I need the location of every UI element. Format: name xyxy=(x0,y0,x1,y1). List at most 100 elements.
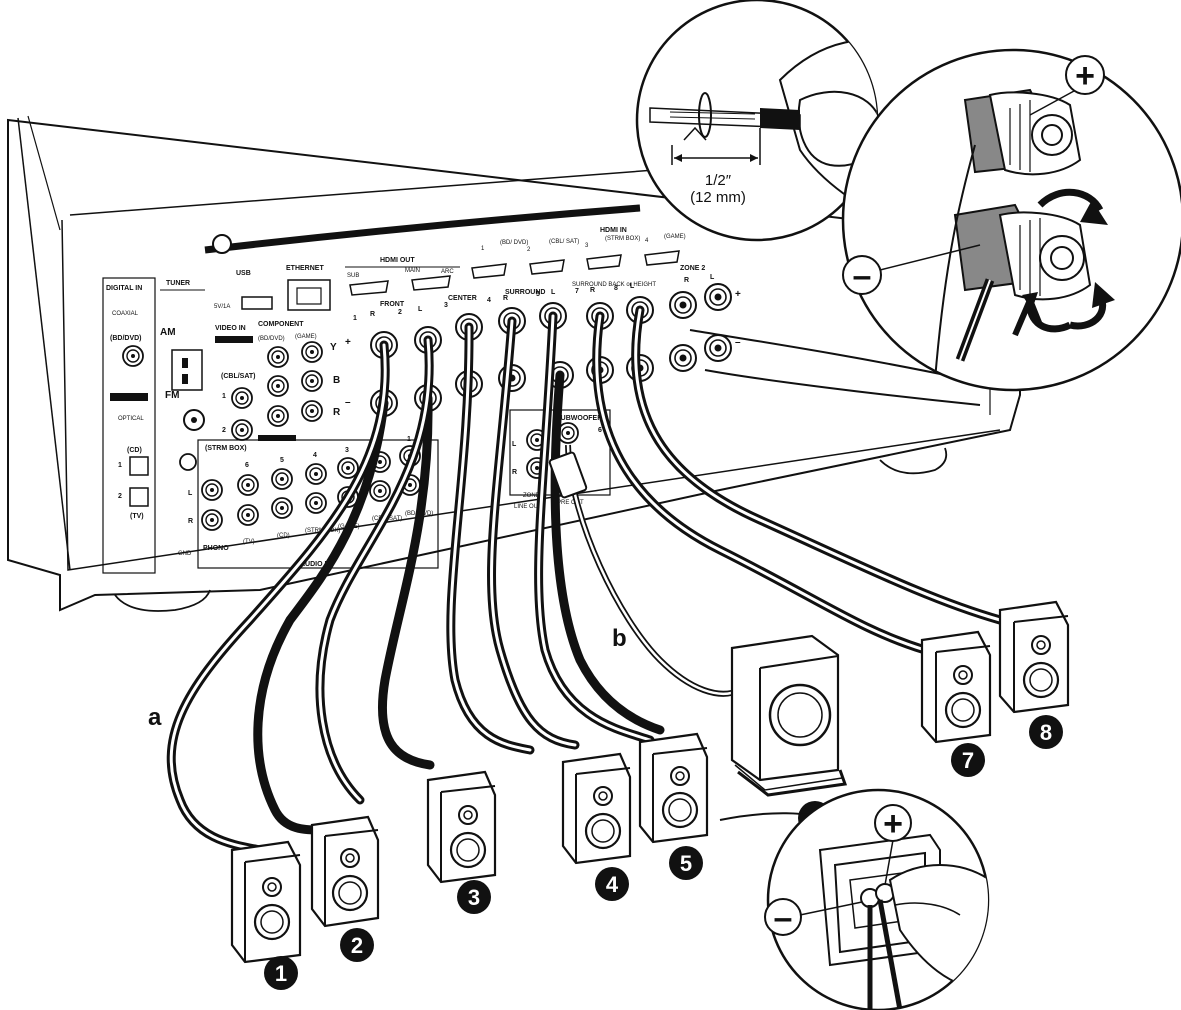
audio-l-label: L xyxy=(188,490,193,497)
fm-label: FM xyxy=(165,390,179,401)
hdmi-in-3-number: 3 xyxy=(585,243,589,249)
video-in-label: VIDEO IN xyxy=(215,325,246,332)
subwoofer-label: SUBWOOFER xyxy=(556,415,602,422)
coaxial-bd-dvd-label: (BD/DVD) xyxy=(110,335,142,342)
hdmi-in-3-source: (STRM BOX) xyxy=(605,236,640,242)
tuner-section: TUNER AM FM GND xyxy=(160,280,205,557)
terminal-8-number: 8 xyxy=(614,285,618,292)
speaker-7-number: 7 xyxy=(962,748,974,773)
terminals-plus-label: + xyxy=(345,337,351,348)
surround-back-label: SURROUND BACK or HEIGHT xyxy=(572,282,656,288)
speaker-terminals: FRONT CENTER SURROUND SURROUND BACK or H… xyxy=(345,265,741,417)
optical-tv-label: (TV) xyxy=(130,513,144,520)
strip-length-label: 1/2″ xyxy=(705,172,732,189)
surround-r-label: R xyxy=(503,295,508,302)
audio-in-6-source: (TV) xyxy=(243,539,255,545)
surround-back-r-label: R xyxy=(590,287,595,294)
terminal-1-number: 1 xyxy=(353,315,357,322)
front-l-label: L xyxy=(418,306,423,313)
zone2-r-label: R xyxy=(684,277,689,284)
usb-power-label: 5V/1A xyxy=(214,304,230,310)
surround-back-l-label: L xyxy=(630,283,635,290)
coaxial-label: COAXIAL xyxy=(112,311,139,317)
speaker-5 xyxy=(638,732,709,844)
optical-jack-1 xyxy=(129,456,149,476)
surround-label: SURROUND xyxy=(505,289,545,296)
hdmi-in-4-source: (GAME) xyxy=(664,234,686,240)
optical-jack-2 xyxy=(129,487,149,507)
cable-b-label: b xyxy=(612,625,627,652)
binding-post-minus-label: – xyxy=(853,257,872,295)
front-label: FRONT xyxy=(380,301,405,308)
speaker-6-subwoofer xyxy=(730,634,848,797)
ethernet-port xyxy=(287,279,331,311)
subwoofer-6-number: 6 xyxy=(598,427,602,434)
line-out-label: LINE OUT xyxy=(514,504,542,510)
tuner-label: TUNER xyxy=(166,280,190,287)
speaker-3 xyxy=(426,770,497,884)
speaker-8-number: 8 xyxy=(1040,720,1052,745)
cable-speaker-3 xyxy=(377,393,435,770)
hdmi-out-sub-port xyxy=(349,280,389,296)
component-r-label: R xyxy=(333,407,341,418)
inset-subwoofer-connection: + – xyxy=(719,788,990,1010)
speaker-cable-highlights xyxy=(169,308,1002,852)
hdmi-in-1-number: 1 xyxy=(481,246,485,252)
gnd-label: GND xyxy=(178,551,192,557)
zone2-minus-label: – xyxy=(735,337,741,348)
speaker-8 xyxy=(998,600,1070,714)
component-y-label: Y xyxy=(330,342,337,353)
video-component-section: VIDEO IN COMPONENT (BD/DVD) (GAME) (CBL/… xyxy=(205,321,341,452)
audio-in-3-number: 3 xyxy=(345,447,349,454)
ethernet-label: ETHERNET xyxy=(286,265,324,272)
component-label: COMPONENT xyxy=(258,321,304,328)
audio-r-label: R xyxy=(188,518,193,525)
am-label: AM xyxy=(160,327,176,338)
subwoofer-plus-label: + xyxy=(883,805,903,843)
speaker-1 xyxy=(230,840,302,964)
speaker-4 xyxy=(561,752,632,865)
surround-l-label: L xyxy=(551,289,556,296)
video-2-label: 2 xyxy=(222,427,226,434)
speaker-3-number: 3 xyxy=(468,885,480,910)
hdmi-main-label: MAIN xyxy=(405,268,420,274)
gnd-screw xyxy=(179,453,197,471)
speaker-2 xyxy=(310,815,380,928)
audio-in-5-number: 5 xyxy=(280,457,284,464)
digital-in-section: DIGITAL IN COAXIAL (BD/DVD) OPTICAL (CD)… xyxy=(102,277,156,574)
coaxial-jack xyxy=(122,345,144,367)
cable-a-label: a xyxy=(148,704,162,731)
subwoofer-cable xyxy=(548,444,742,697)
audio-in-label: AUDIO IN xyxy=(300,561,332,568)
speaker-2-number: 2 xyxy=(351,933,363,958)
hdmi-section: HDMI OUT SUB MAIN ARC HDMI IN 1 (BD/ DVD… xyxy=(345,227,686,296)
speaker-4-number: 4 xyxy=(606,872,619,897)
hdmi-in-2-source: (CBL/ SAT) xyxy=(549,239,579,245)
video-strm-box-label: (STRM BOX) xyxy=(205,445,247,452)
zone2-label: ZONE 2 xyxy=(680,265,705,272)
usb-label: USB xyxy=(236,270,251,277)
component-game-label: (GAME) xyxy=(295,334,317,340)
hdmi-in-1-port xyxy=(471,263,507,279)
hdmi-in-1-source: (BD/ DVD) xyxy=(500,240,528,246)
center-label: CENTER xyxy=(448,295,477,302)
optical-2-number: 2 xyxy=(118,493,122,500)
zone2-l-label: L xyxy=(710,274,715,281)
audio-in-6-number: 6 xyxy=(245,462,249,469)
subwoofer-minus-label: – xyxy=(774,899,793,937)
inset-binding-post: + – xyxy=(689,48,1181,406)
zone2-plus-label: + xyxy=(735,289,741,300)
hdmi-sub-label: SUB xyxy=(347,273,359,279)
audio-in-5-source: (CD) xyxy=(277,533,290,539)
usb-ethernet-section: USB 5V/1A ETHERNET xyxy=(214,265,331,311)
pre-out-label: PRE OUT xyxy=(557,500,584,506)
terminal-2-number: 2 xyxy=(398,309,402,316)
line-out-l-label: L xyxy=(512,441,517,448)
terminal-4-number: 4 xyxy=(487,297,491,304)
speaker-7 xyxy=(920,630,992,744)
terminals-minus-label: – xyxy=(345,397,351,408)
hdmi-out-label: HDMI OUT xyxy=(380,257,415,264)
strip-length-mm-label: (12 mm) xyxy=(690,189,746,206)
component-b-label: B xyxy=(333,375,340,386)
hdmi-in-3-port xyxy=(586,254,622,270)
